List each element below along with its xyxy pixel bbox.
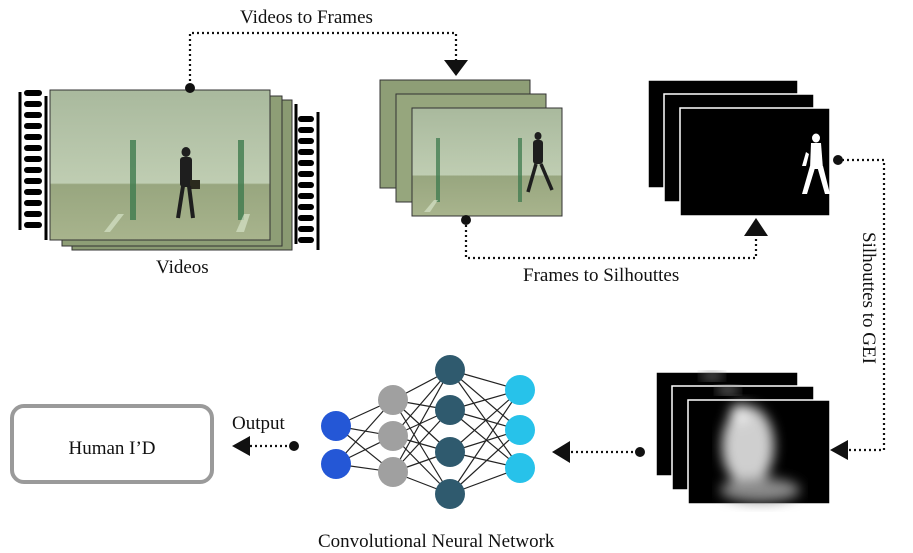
silhouette-frame bbox=[679, 107, 831, 217]
input-neuron bbox=[321, 449, 351, 479]
connector-dot bbox=[289, 441, 299, 451]
connector-endpoints bbox=[185, 60, 848, 463]
output-neuron bbox=[505, 415, 535, 445]
hidden1-neuron bbox=[378, 385, 408, 415]
network-neurons bbox=[321, 355, 535, 509]
hidden2-neuron bbox=[435, 437, 465, 467]
connector-dot bbox=[635, 447, 645, 457]
video-filmstrip bbox=[18, 89, 320, 251]
gei-stack bbox=[655, 371, 831, 505]
hidden2-neuron bbox=[435, 355, 465, 385]
label-human-id: Human I’D bbox=[68, 438, 156, 459]
hidden2-neuron bbox=[435, 395, 465, 425]
hidden2-neuron bbox=[435, 479, 465, 509]
hidden1-neuron bbox=[378, 421, 408, 451]
neural-network bbox=[335, 369, 521, 495]
label-videos-to-frames: Videos to Frames bbox=[240, 7, 373, 28]
video-frame bbox=[49, 89, 271, 241]
connectors bbox=[188, 31, 886, 454]
connector-dot bbox=[833, 155, 843, 165]
connector-dot bbox=[461, 215, 471, 225]
output-neuron bbox=[505, 375, 535, 405]
arrowhead-left-icon bbox=[830, 440, 848, 460]
label-videos: Videos bbox=[156, 257, 209, 278]
arrowhead-up-icon bbox=[744, 218, 768, 236]
output-neuron bbox=[505, 453, 535, 483]
connector-dot bbox=[185, 83, 195, 93]
label-frames-to-silhouttes: Frames to Silhouttes bbox=[523, 265, 680, 286]
label-cnn: Convolutional Neural Network bbox=[318, 531, 555, 552]
label-silhouttes-to-gei: Silhouttes to GEI bbox=[858, 232, 879, 364]
walking-silhouette bbox=[802, 133, 830, 194]
connector-videos-to-frames bbox=[188, 31, 458, 86]
human-id-box: Human I’D bbox=[10, 404, 214, 484]
arrowhead-left-icon bbox=[552, 441, 570, 463]
arrowhead-left-icon bbox=[232, 436, 250, 456]
input-neuron bbox=[321, 411, 351, 441]
frames-stack bbox=[379, 79, 563, 217]
label-output: Output bbox=[232, 413, 285, 434]
connector-frames-to-silhouttes bbox=[464, 220, 758, 260]
hidden1-neuron bbox=[378, 457, 408, 487]
gei-image bbox=[720, 404, 800, 502]
arrowhead-down-icon bbox=[444, 60, 468, 76]
connector-silhouttes-to-gei bbox=[842, 158, 886, 452]
silhouette-stack bbox=[647, 79, 831, 217]
video-scene bbox=[104, 140, 250, 232]
